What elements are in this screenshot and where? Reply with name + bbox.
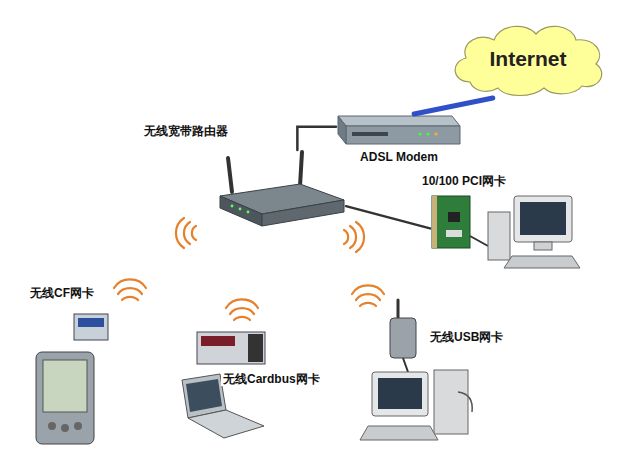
- device-label: ADSL Modem: [358, 150, 440, 164]
- cf-card-box: 无线CF网卡: [72, 312, 110, 342]
- usb-computer: [360, 370, 472, 440]
- router-box: 无线宽带路由器: [218, 150, 346, 228]
- cloud-label: Internet: [489, 46, 566, 71]
- pc-cable: [470, 236, 488, 246]
- usb-adapter-box: 无线USB网卡: [388, 296, 418, 360]
- device-label: 无线USB网卡: [428, 330, 505, 344]
- internet-cloud: Internet: [448, 20, 608, 98]
- device-label: 无线Cardbus网卡: [221, 372, 322, 386]
- network-cable: [346, 206, 430, 228]
- pci-card-box: 10/100 PCI网卡: [430, 196, 472, 250]
- device-label: 无线CF网卡: [28, 286, 96, 300]
- device-label: 10/100 PCI网卡: [420, 174, 508, 188]
- device-label: 无线宽带路由器: [142, 124, 230, 138]
- modem-device: [338, 116, 460, 144]
- router-device: [220, 152, 344, 226]
- usb-adapter: [390, 300, 416, 372]
- desktop-pc: [488, 196, 580, 268]
- cloud-outline: [455, 26, 602, 95]
- internet-line: [414, 98, 493, 114]
- modem-box: ADSL Modem: [336, 114, 462, 146]
- cardbus-card-box: 无线Cardbus网卡: [195, 330, 267, 366]
- network-cable: [297, 127, 336, 150]
- pda: [36, 352, 94, 444]
- cf-card: [74, 314, 108, 340]
- cardbus-card: [197, 332, 265, 364]
- wireless-waves: [114, 218, 384, 320]
- pci-card: [432, 196, 470, 248]
